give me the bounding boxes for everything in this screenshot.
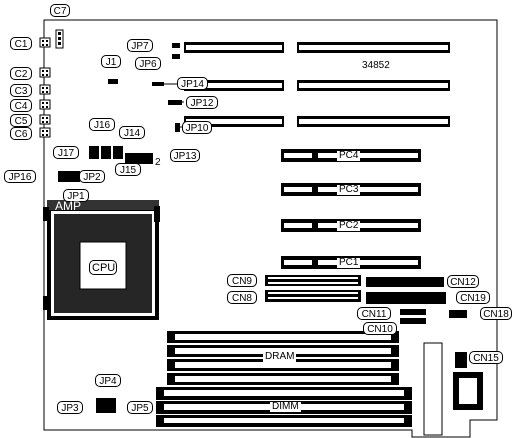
pci-slots bbox=[281, 149, 421, 269]
jp5-label: JP5 bbox=[127, 401, 153, 414]
jp16-label: JP16 bbox=[4, 170, 36, 183]
pc4-label: PC4 bbox=[337, 150, 361, 161]
c5-label: C5 bbox=[10, 114, 32, 127]
part-number: 34852 bbox=[362, 60, 390, 71]
pc3-label: PC3 bbox=[337, 184, 361, 195]
cn19-label: CN19 bbox=[456, 291, 490, 304]
jp6-label: JP6 bbox=[135, 57, 161, 70]
cpu-socket bbox=[43, 200, 160, 320]
cn12-label: CN12 bbox=[447, 275, 479, 288]
j1-label: J1 bbox=[101, 55, 121, 68]
cpu-label: CPU bbox=[89, 260, 117, 275]
jp12-label: JP12 bbox=[186, 96, 218, 109]
c2-label: C2 bbox=[10, 67, 32, 80]
pc1-label: PC1 bbox=[337, 257, 361, 268]
cn18-label: CN18 bbox=[480, 307, 512, 320]
dram-slots bbox=[167, 331, 399, 385]
cn8-label: CN8 bbox=[227, 291, 257, 304]
c-headers bbox=[39, 29, 64, 138]
jp2-label: JP2 bbox=[79, 170, 105, 183]
j17-label: J17 bbox=[53, 146, 79, 159]
c4-label: C4 bbox=[10, 99, 32, 112]
jp13-label: JP13 bbox=[170, 149, 200, 162]
power-connector bbox=[423, 342, 483, 436]
pc2-label: PC2 bbox=[337, 220, 361, 231]
cn11-label: CN11 bbox=[357, 307, 391, 320]
j14-label: J14 bbox=[119, 126, 145, 139]
amp-label: AMP bbox=[55, 199, 82, 213]
j16-label: J16 bbox=[89, 118, 115, 131]
c7-label: C7 bbox=[50, 4, 70, 17]
dram-label: DRAM bbox=[263, 351, 297, 362]
jp4-label: JP4 bbox=[95, 374, 121, 387]
c3-label: C3 bbox=[10, 84, 32, 97]
pin-two-marker: 2 bbox=[155, 157, 161, 168]
jp3-label: JP3 bbox=[57, 401, 83, 414]
cn9-label: CN9 bbox=[227, 274, 257, 287]
jp14-label: JP14 bbox=[177, 77, 208, 90]
jp7-label: JP7 bbox=[127, 39, 153, 52]
j15-label: J15 bbox=[115, 163, 141, 176]
c1-label: C1 bbox=[10, 37, 32, 50]
jp10-label: JP10 bbox=[182, 121, 212, 134]
c6-label: C6 bbox=[10, 127, 32, 140]
dimm-label: DIMM bbox=[270, 401, 301, 412]
board-outline bbox=[43, 19, 498, 438]
cn15-label: CN15 bbox=[469, 351, 503, 364]
jumper-blocks bbox=[58, 43, 467, 413]
cn10-label: CN10 bbox=[363, 322, 397, 335]
jp1-label: JP1 bbox=[63, 189, 89, 202]
